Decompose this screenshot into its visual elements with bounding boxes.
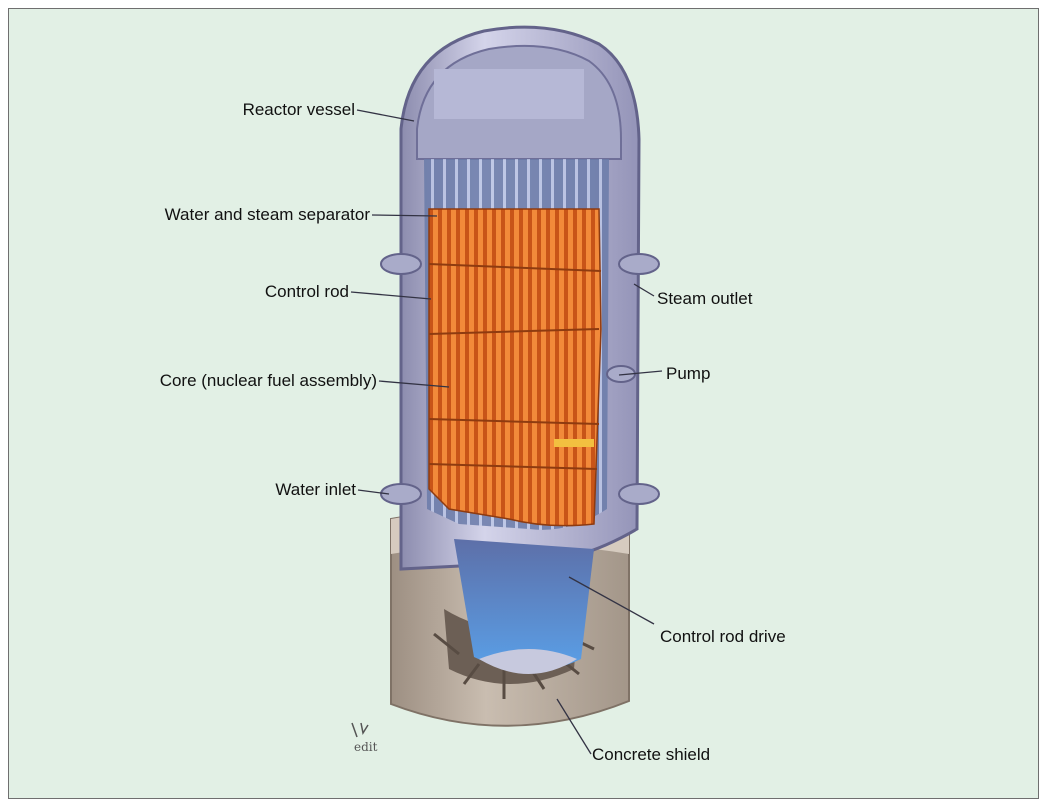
- label-water-inlet: Water inlet: [275, 480, 356, 500]
- signature-text: edit: [354, 737, 377, 757]
- label-concrete-shield: Concrete shield: [592, 745, 710, 765]
- label-reactor-vessel: Reactor vessel: [243, 100, 355, 120]
- label-water-steam-separator: Water and steam separator: [165, 205, 370, 225]
- diagram-frame: Reactor vessel Water and steam separator…: [8, 8, 1039, 799]
- reactor-illustration: [9, 9, 1039, 799]
- signature-mark: [352, 723, 368, 737]
- label-core: Core (nuclear fuel assembly): [160, 371, 377, 391]
- label-steam-outlet: Steam outlet: [657, 289, 752, 309]
- label-control-rod-drive: Control rod drive: [660, 627, 786, 647]
- label-control-rod: Control rod: [265, 282, 349, 302]
- label-pump: Pump: [666, 364, 710, 384]
